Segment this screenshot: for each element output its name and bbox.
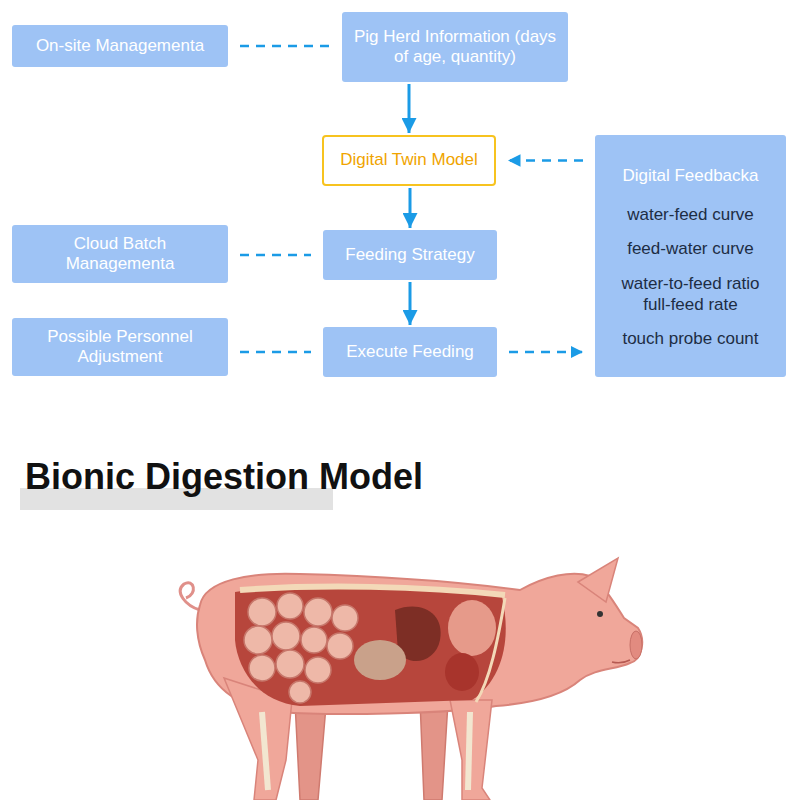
dashed-connector [240,254,311,257]
metric-item: full-feed rate [643,296,738,315]
feedback-panel: Digital Feedbacka water-feed curve feed-wa… [595,135,786,377]
box-label: Execute Feeding [346,342,474,362]
box-label: Feeding Strategy [345,245,474,265]
model-box: Digital Twin Model [322,135,496,186]
metric-item: feed-water curve [627,240,754,259]
flow-arrow [409,188,412,228]
metric-item: water-to-feed ratio [622,275,760,294]
box-label: Possible Personnel Adjustment [40,327,200,368]
process-box: Pig Herd Information (days of age, quant… [342,12,568,82]
dashed-connector [508,159,583,162]
dashed-connector [240,351,311,354]
flow-arrow [408,84,411,133]
box-label: On-site Managementa [36,36,204,56]
box-label: Cloud Batch Managementa [55,234,185,275]
pig-figure [180,558,642,800]
box-label: Pig Herd Information (days of age, quant… [353,27,558,68]
metric-item: water-feed curve [627,206,754,225]
box-label: Digital Twin Model [340,150,478,170]
box-label: Digital Feedbacka [622,167,758,186]
process-box: Execute Feeding [323,327,497,377]
process-box: Feeding Strategy [323,230,497,280]
flow-arrow [409,282,412,325]
dashed-connector [240,45,330,48]
management-box: Possible Personnel Adjustment [12,318,228,376]
metric-item: touch probe count [622,330,758,349]
management-box: On-site Managementa [12,25,228,67]
dashed-connector [509,351,583,354]
management-box: Cloud Batch Managementa [12,225,228,283]
title-block: Bionic Digestion Model [25,455,423,498]
diagram-title: Bionic Digestion Model [25,455,423,498]
